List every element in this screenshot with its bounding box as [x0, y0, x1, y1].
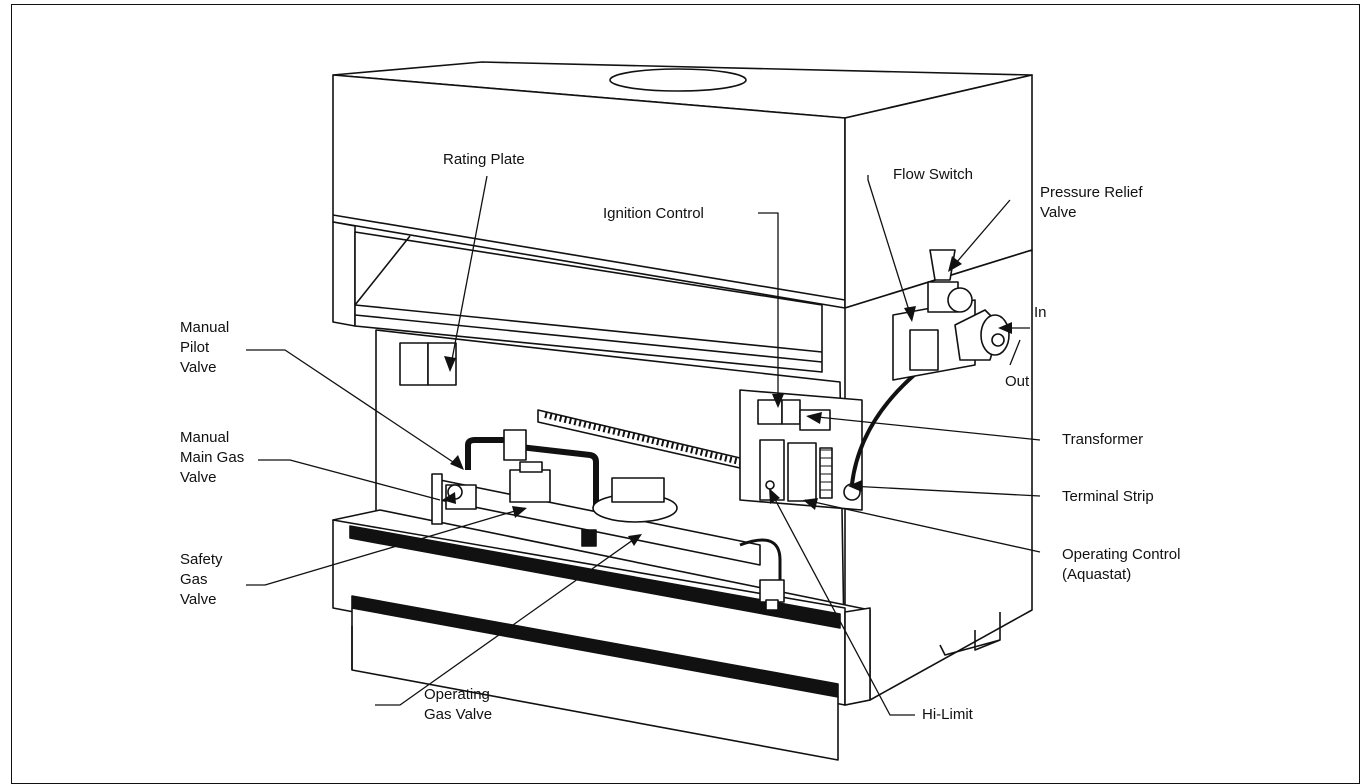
label-in: In: [1034, 304, 1047, 321]
callout-leaders: [246, 175, 1041, 716]
leader-hi-limit: [769, 489, 915, 716]
rating-plate-panel: [399, 342, 457, 386]
pilot-tube: [465, 409, 741, 530]
label-manual-pilot-valve: Manual Pilot Valve: [180, 319, 230, 376]
label-ignition-control: Ignition Control: [603, 205, 704, 222]
leader-manual-pilot: [246, 349, 463, 469]
draft-hood: [332, 221, 823, 373]
leader-operating-control: [804, 499, 1041, 553]
leader-pressure-relief: [949, 199, 1011, 271]
leader-transformer: [807, 415, 1041, 441]
label-manual-main-gas-valve: Manual Main Gas Valve: [180, 429, 245, 486]
leader-flow-switch: [867, 175, 913, 321]
label-out: Out: [1005, 373, 1030, 390]
relief-valve-assembly: [892, 249, 1010, 381]
leader-rating-plate: [449, 175, 488, 371]
boiler-top-cabinet: [332, 61, 1033, 309]
label-safety-gas-valve: Safety Gas Valve: [180, 551, 223, 608]
label-transformer: Transformer: [1062, 431, 1144, 448]
leader-terminal-strip: [849, 485, 1041, 497]
arrowheads: [442, 256, 1012, 546]
leader-operating-gas: [375, 534, 641, 706]
label-terminal-strip: Terminal Strip: [1062, 488, 1154, 505]
label-flow-switch: Flow Switch: [893, 166, 974, 183]
control-panel: [739, 368, 922, 511]
leader-safety-gas: [246, 507, 526, 586]
label-pressure-relief-valve: Pressure Relief Valve: [1040, 184, 1143, 221]
leader-ignition-control: [758, 212, 779, 405]
leader-manual-main: [258, 459, 441, 501]
label-operating-gas-valve: Operating Gas Valve: [424, 686, 493, 723]
burner-tray: [332, 509, 871, 761]
leader-out: [1009, 339, 1021, 366]
safety-valve-body: [509, 469, 551, 503]
flue-collar: [609, 68, 747, 92]
label-operating-control: Operating Control (Aquastat): [1062, 546, 1181, 583]
label-hi-limit: Hi-Limit: [922, 706, 973, 723]
label-rating-plate: Rating Plate: [443, 151, 525, 168]
